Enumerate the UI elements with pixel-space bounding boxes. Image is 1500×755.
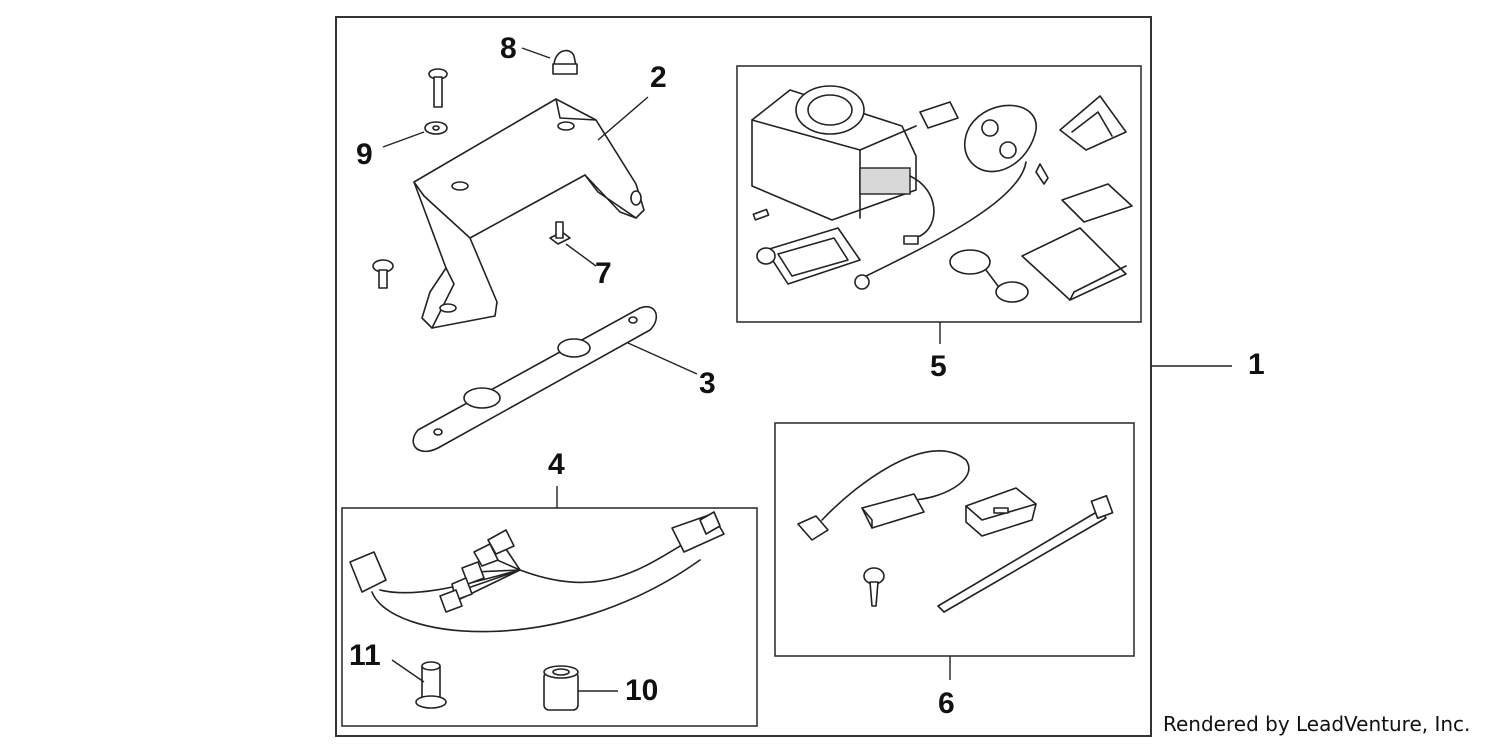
leader-8 xyxy=(521,47,551,59)
leader-2 xyxy=(597,96,649,141)
callout-4: 4 xyxy=(548,448,565,481)
part-2-bracket xyxy=(413,98,645,329)
part-6-sensor-kit xyxy=(797,450,1114,613)
subassembly-box-6 xyxy=(774,422,1135,657)
part-7-clip xyxy=(549,221,571,245)
part-bolt xyxy=(372,259,394,289)
subassembly-box-4 xyxy=(341,507,758,727)
callout-9: 9 xyxy=(356,138,373,171)
leader-7 xyxy=(565,243,597,267)
leader-9 xyxy=(382,131,425,148)
callout-2: 2 xyxy=(650,61,667,94)
part-5-alarm-unit xyxy=(751,85,935,245)
callout-1: 1 xyxy=(1248,348,1265,381)
subassembly-box-5 xyxy=(736,65,1142,323)
part-9-screw-washer xyxy=(424,68,448,135)
part-11-pin xyxy=(415,661,447,709)
callout-6: 6 xyxy=(938,687,955,720)
part-5-accessories xyxy=(752,95,1133,303)
part-5-key-fob xyxy=(854,104,1049,290)
callout-11: 11 xyxy=(349,639,381,672)
part-3-plate xyxy=(412,305,658,453)
part-4-harness xyxy=(349,511,725,633)
callout-5: 5 xyxy=(930,350,947,383)
render-credit: Rendered by LeadVenture, Inc. xyxy=(1163,712,1471,736)
leader-11 xyxy=(391,659,425,683)
callout-8: 8 xyxy=(500,32,517,65)
leader-3 xyxy=(627,342,698,375)
callout-3: 3 xyxy=(699,367,716,400)
kit-frame xyxy=(335,16,1152,737)
callout-10: 10 xyxy=(625,674,659,707)
callout-7: 7 xyxy=(595,257,612,290)
part-8-nut xyxy=(552,49,578,75)
part-10-grommet xyxy=(543,665,579,711)
